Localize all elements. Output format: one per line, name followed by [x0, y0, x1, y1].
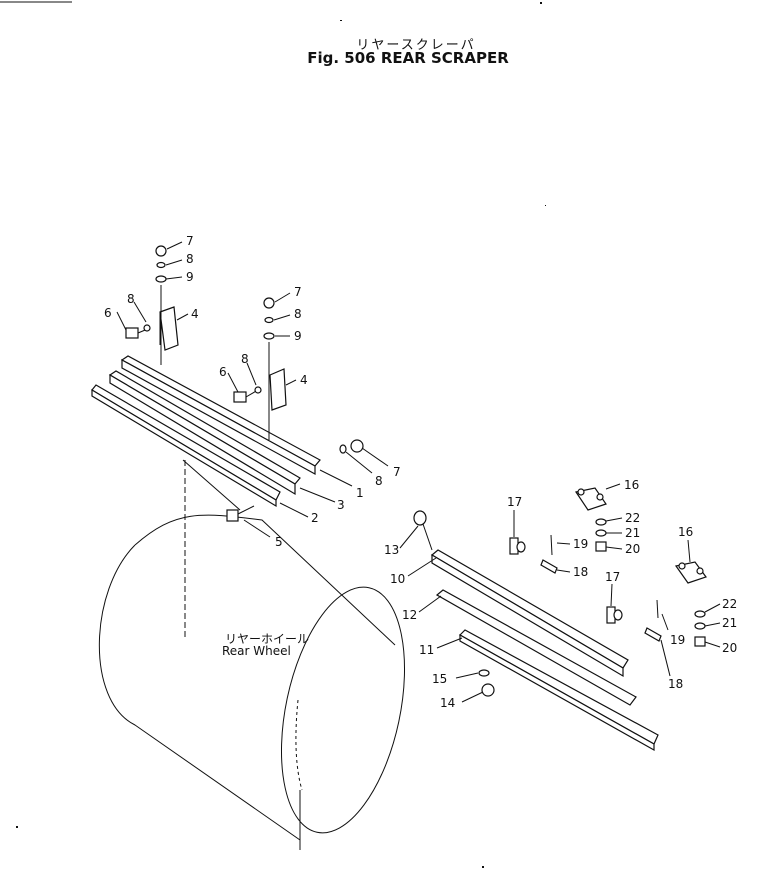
hinge-17-lower — [606, 606, 623, 624]
callout-3: 3 — [337, 498, 345, 512]
fastener-stack-right-top — [595, 518, 607, 552]
callout-9: 9 — [294, 329, 302, 343]
title-japanese: リヤースクレーパ — [356, 38, 476, 53]
cotter-19-lower — [656, 599, 659, 619]
callout-13: 13 — [384, 543, 399, 557]
callout-2: 2 — [311, 511, 319, 525]
callout-16: 16 — [678, 525, 693, 539]
bracket-16-top — [575, 487, 607, 511]
scraper-blade-11 — [459, 629, 659, 752]
callout-7: 7 — [294, 285, 302, 299]
nut-14-washer-15 — [478, 669, 495, 697]
callout-8: 8 — [186, 252, 194, 266]
callout-11: 11 — [419, 643, 434, 657]
bracket-4-right — [269, 368, 287, 411]
scraper-rail-3 — [108, 370, 301, 496]
callout-18: 18 — [668, 677, 683, 691]
callout-7: 7 — [393, 465, 401, 479]
rear-wheel — [98, 460, 406, 850]
scraper-rail-1 — [120, 355, 321, 476]
callout-22: 22 — [625, 511, 640, 525]
callout-8: 8 — [127, 292, 135, 306]
cotter-19-top — [550, 534, 553, 556]
wheel-label-english: Rear Wheel — [222, 644, 291, 658]
wheel-label-japanese: リヤーホイール — [225, 632, 309, 646]
callout-9: 9 — [186, 270, 194, 284]
callout-14: 14 — [440, 696, 455, 710]
callout-12: 12 — [402, 608, 417, 622]
callout-20: 20 — [722, 641, 737, 655]
callout-6: 6 — [104, 306, 112, 320]
callout-17: 17 — [605, 570, 620, 584]
callout-4: 4 — [191, 307, 199, 321]
callout-8: 8 — [294, 307, 302, 321]
pin-18-lower — [644, 627, 662, 642]
callout-7: 7 — [186, 234, 194, 248]
scan-specks — [16, 2, 546, 868]
callout-5: 5 — [275, 535, 283, 549]
leader-bolt5 — [182, 459, 241, 511]
scraper-rail-10 — [430, 549, 629, 678]
callout-6: 6 — [219, 365, 227, 379]
bracket-16-lower — [674, 561, 707, 584]
scraper-rail-12 — [435, 589, 637, 706]
callout-20: 20 — [625, 542, 640, 556]
callout-4: 4 — [300, 373, 308, 387]
callout-18: 18 — [573, 565, 588, 579]
callout-10: 10 — [390, 572, 405, 586]
pin-18-top — [540, 559, 558, 574]
figure-title: Fig. 506 REAR SCRAPER — [307, 49, 509, 67]
hinge-17-top — [509, 537, 526, 555]
bolt-5 — [226, 505, 255, 522]
callout-16: 16 — [624, 478, 639, 492]
callout-15: 15 — [432, 672, 447, 686]
fastener-stack-end — [339, 439, 364, 454]
callout-19: 19 — [573, 537, 588, 551]
fastener-stack-right — [254, 297, 275, 440]
callout-21: 21 — [722, 616, 737, 630]
fastener-stack-right-lower — [694, 610, 706, 647]
callout-22: 22 — [722, 597, 737, 611]
callout-8: 8 — [375, 474, 383, 488]
callout-21: 21 — [625, 526, 640, 540]
callout-8: 8 — [241, 352, 249, 366]
callout-19: 19 — [670, 633, 685, 647]
callout-1: 1 — [356, 486, 364, 500]
callout-numbers: 7 8 9 8 6 4 7 8 9 8 6 4 1 3 2 8 7 5 13 1… — [104, 234, 737, 710]
fastener-stack-left — [143, 245, 167, 365]
scraper-blade-2 — [91, 384, 281, 508]
callout-17: 17 — [507, 495, 522, 509]
leader-lines — [116, 241, 721, 703]
bolt-13 — [413, 510, 433, 551]
bracket-4-left — [159, 306, 179, 351]
